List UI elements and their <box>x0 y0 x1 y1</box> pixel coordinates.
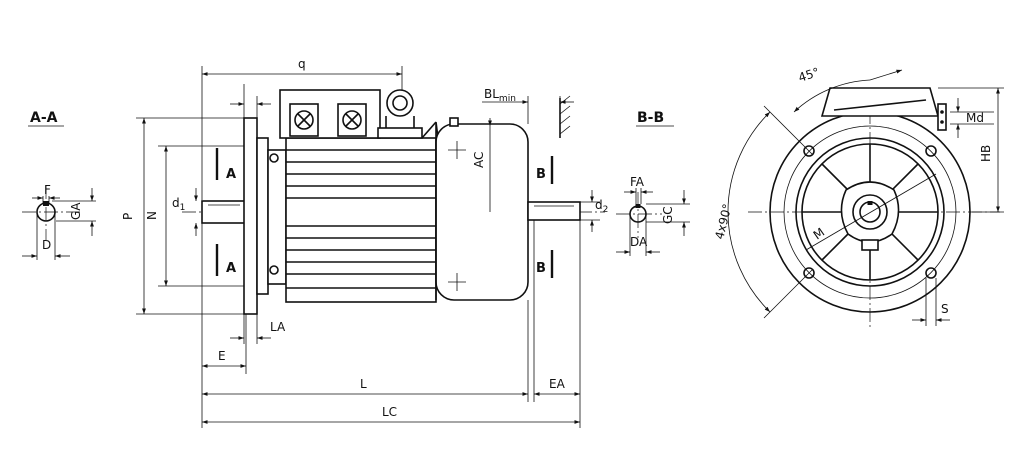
key-bb <box>635 204 641 208</box>
shaft-d1 <box>201 200 247 224</box>
dim-ga: GA <box>69 202 83 220</box>
motor-side-view: A A B B <box>182 89 605 315</box>
bolt-hole <box>925 267 937 279</box>
dim-md: Md <box>966 111 984 125</box>
dim-d: D <box>42 238 51 252</box>
dim-fa: FA <box>630 175 645 189</box>
dim-gc: GC <box>661 206 675 224</box>
key-aa <box>43 201 49 206</box>
dim-bl: BLmin <box>484 87 516 104</box>
bolt-hole <box>803 267 815 279</box>
bolt-hole <box>925 145 937 157</box>
dim-4x90: 4x90° <box>712 202 734 240</box>
section-bb-label: B-B <box>637 110 664 126</box>
marker-a-top: A <box>226 167 236 182</box>
dim-f: F <box>44 183 51 197</box>
front-terminal-box <box>820 87 940 117</box>
shaft-d2 <box>527 201 581 221</box>
dim-ea: EA <box>549 377 566 391</box>
dim-n: N <box>145 211 159 220</box>
section-aa-label: A-A <box>30 110 58 126</box>
dim-hb: HB <box>979 145 993 162</box>
dim-e: E <box>218 349 226 363</box>
bolt-hole <box>803 145 815 157</box>
lifting-eye <box>386 89 414 117</box>
dim-d1: d1 <box>172 196 185 213</box>
dim-lc: LC <box>382 405 397 419</box>
flange <box>243 117 258 315</box>
dim-da: DA <box>630 235 648 249</box>
marker-b-top: B <box>536 167 546 182</box>
dim-m: M <box>811 225 828 242</box>
dim-la: LA <box>270 320 286 334</box>
dim-p: P <box>121 213 135 220</box>
dim-s: S <box>941 302 949 316</box>
side-view-dimensions: q BLmin AC P N d1 LA <box>121 57 608 428</box>
dim-l: L <box>360 377 367 391</box>
cooling-fins <box>286 149 436 289</box>
motor-front-view <box>748 87 1000 330</box>
section-bb: B-B FA GC DA <box>616 110 690 256</box>
dim-45: 45° <box>797 65 822 85</box>
dim-d2: d2 <box>595 198 608 215</box>
section-aa: A-A F GA D <box>22 110 96 260</box>
dim-q: q <box>298 57 306 71</box>
marker-b-bottom: B <box>536 261 546 276</box>
dim-ac: AC <box>472 152 486 168</box>
marker-a-bottom: A <box>226 261 236 276</box>
